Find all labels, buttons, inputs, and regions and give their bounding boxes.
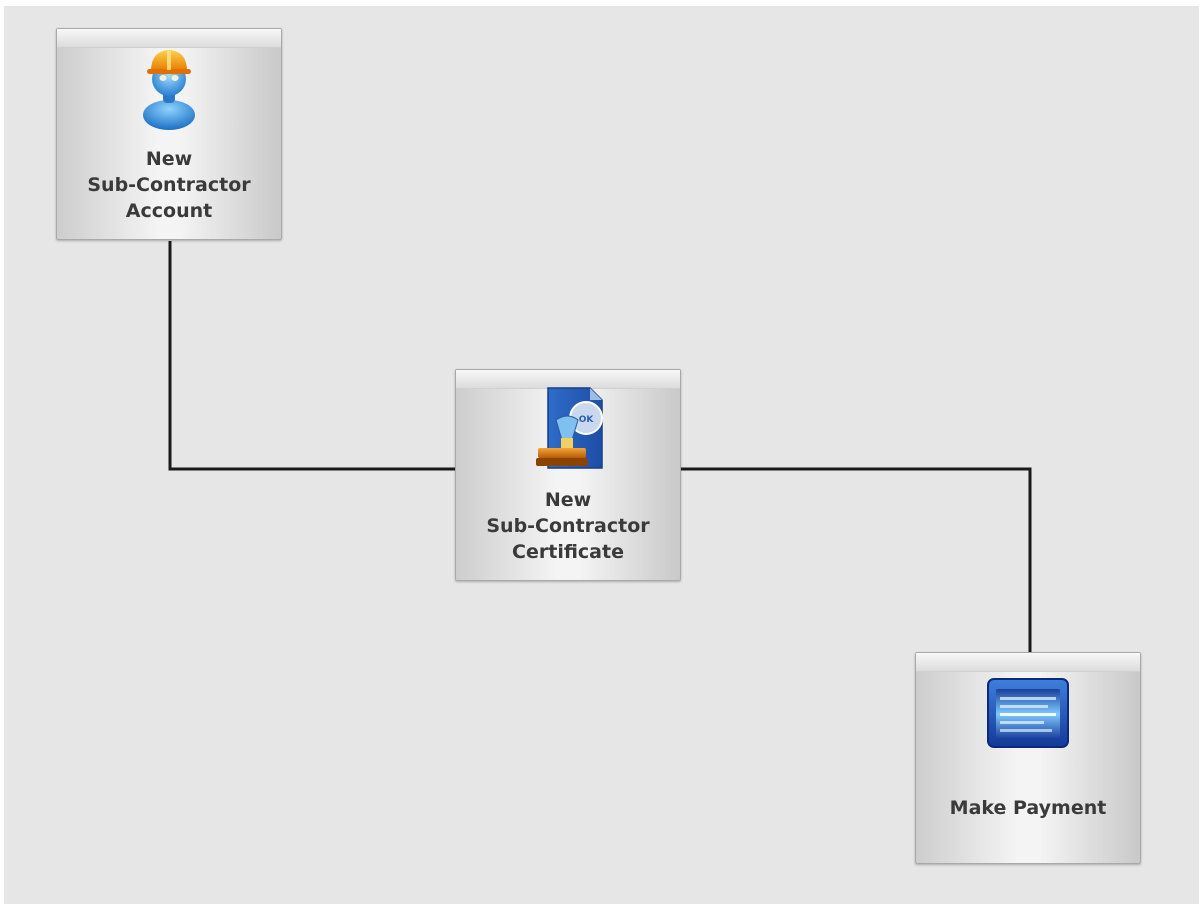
connector-account-to-certificate	[168, 241, 455, 471]
certificate-stamp-icon: OK	[536, 387, 603, 469]
node-label: Make Payment	[949, 797, 1107, 819]
svg-text:OK: OK	[579, 415, 595, 425]
node-new-subcontractor-certificate[interactable]: OK New Sub-Contractor Certificate	[455, 369, 681, 581]
connector-certificate-to-payment	[681, 467, 1032, 652]
payment-window-icon	[987, 678, 1069, 748]
node-label: New Sub-Contractor Certificate	[486, 489, 650, 563]
node-new-subcontractor-account[interactable]: New Sub-Contractor Account	[56, 28, 282, 240]
construction-worker-icon	[143, 50, 195, 130]
node-make-payment[interactable]: Make Payment	[915, 652, 1141, 864]
node-label: New Sub-Contractor Account	[87, 148, 251, 222]
